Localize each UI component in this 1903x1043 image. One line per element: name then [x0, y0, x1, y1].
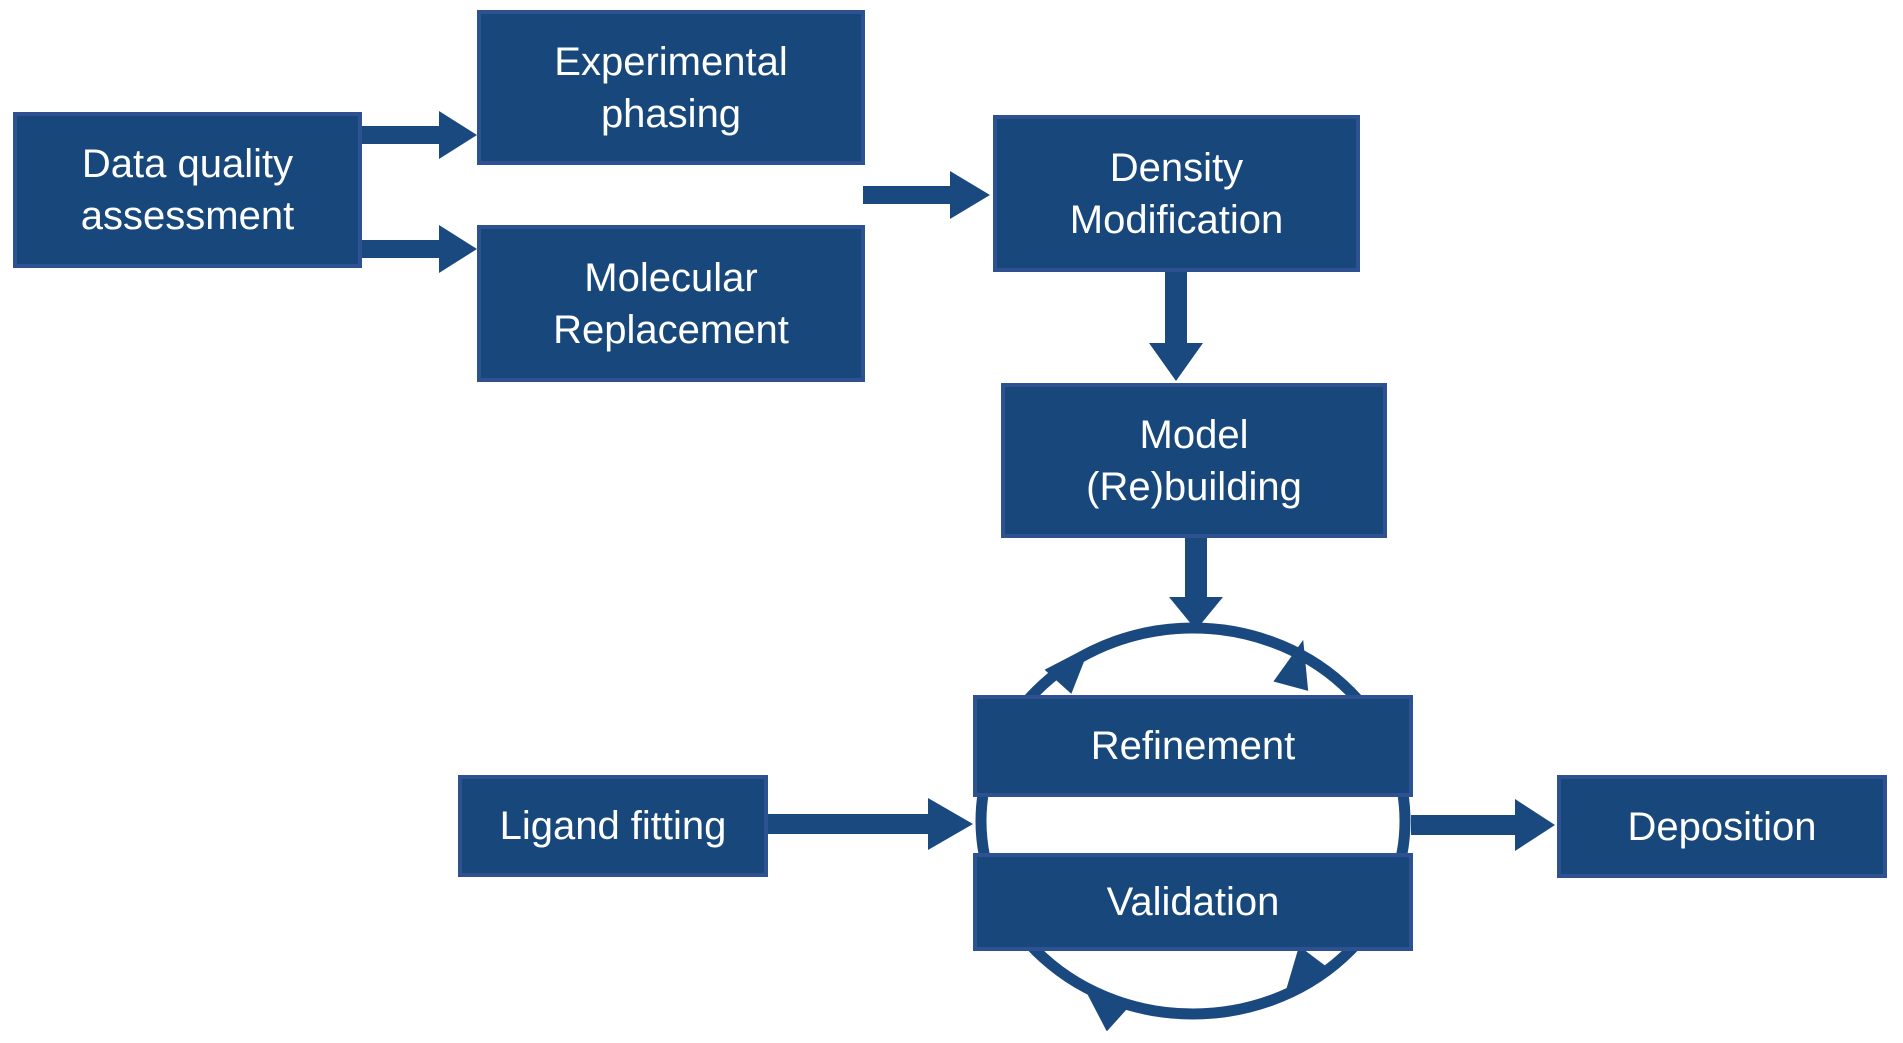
- node-label: Molecular Replacement: [553, 255, 789, 352]
- node-model-rebuilding: Model (Re)building: [1001, 383, 1387, 538]
- node-experimental-phasing: Experimental phasing: [477, 10, 865, 165]
- node-label: Validation: [1106, 880, 1280, 924]
- node-label: Ligand fitting: [499, 804, 727, 848]
- node-density-modification: Density Modification: [993, 115, 1360, 272]
- node-molecular-replacement: Molecular Replacement: [477, 225, 865, 382]
- node-label: Refinement: [1090, 724, 1296, 768]
- node-label: Data quality assessment: [80, 142, 295, 238]
- cycle-arrowhead-top-left-icon: [1044, 646, 1091, 694]
- node-label: Experimental phasing: [554, 39, 788, 136]
- node-refinement: Refinement: [973, 695, 1413, 797]
- node-data-quality-assessment: Data quality assessment: [13, 112, 362, 268]
- cycle-arrowhead-top-right-icon: [1273, 639, 1309, 691]
- cycle-arrowhead-bottom-left-icon: [1083, 985, 1131, 1032]
- node-ligand-fitting: Ligand fitting: [458, 775, 768, 877]
- node-validation: Validation: [973, 853, 1413, 951]
- cycle-ring: [975, 622, 1411, 1020]
- node-label: Density Modification: [1069, 145, 1284, 242]
- node-label: Model (Re)building: [1086, 412, 1302, 509]
- node-label: Deposition: [1627, 804, 1817, 849]
- cycle-arrowhead-bottom-right-icon: [1284, 946, 1328, 996]
- node-deposition: Deposition: [1557, 775, 1887, 878]
